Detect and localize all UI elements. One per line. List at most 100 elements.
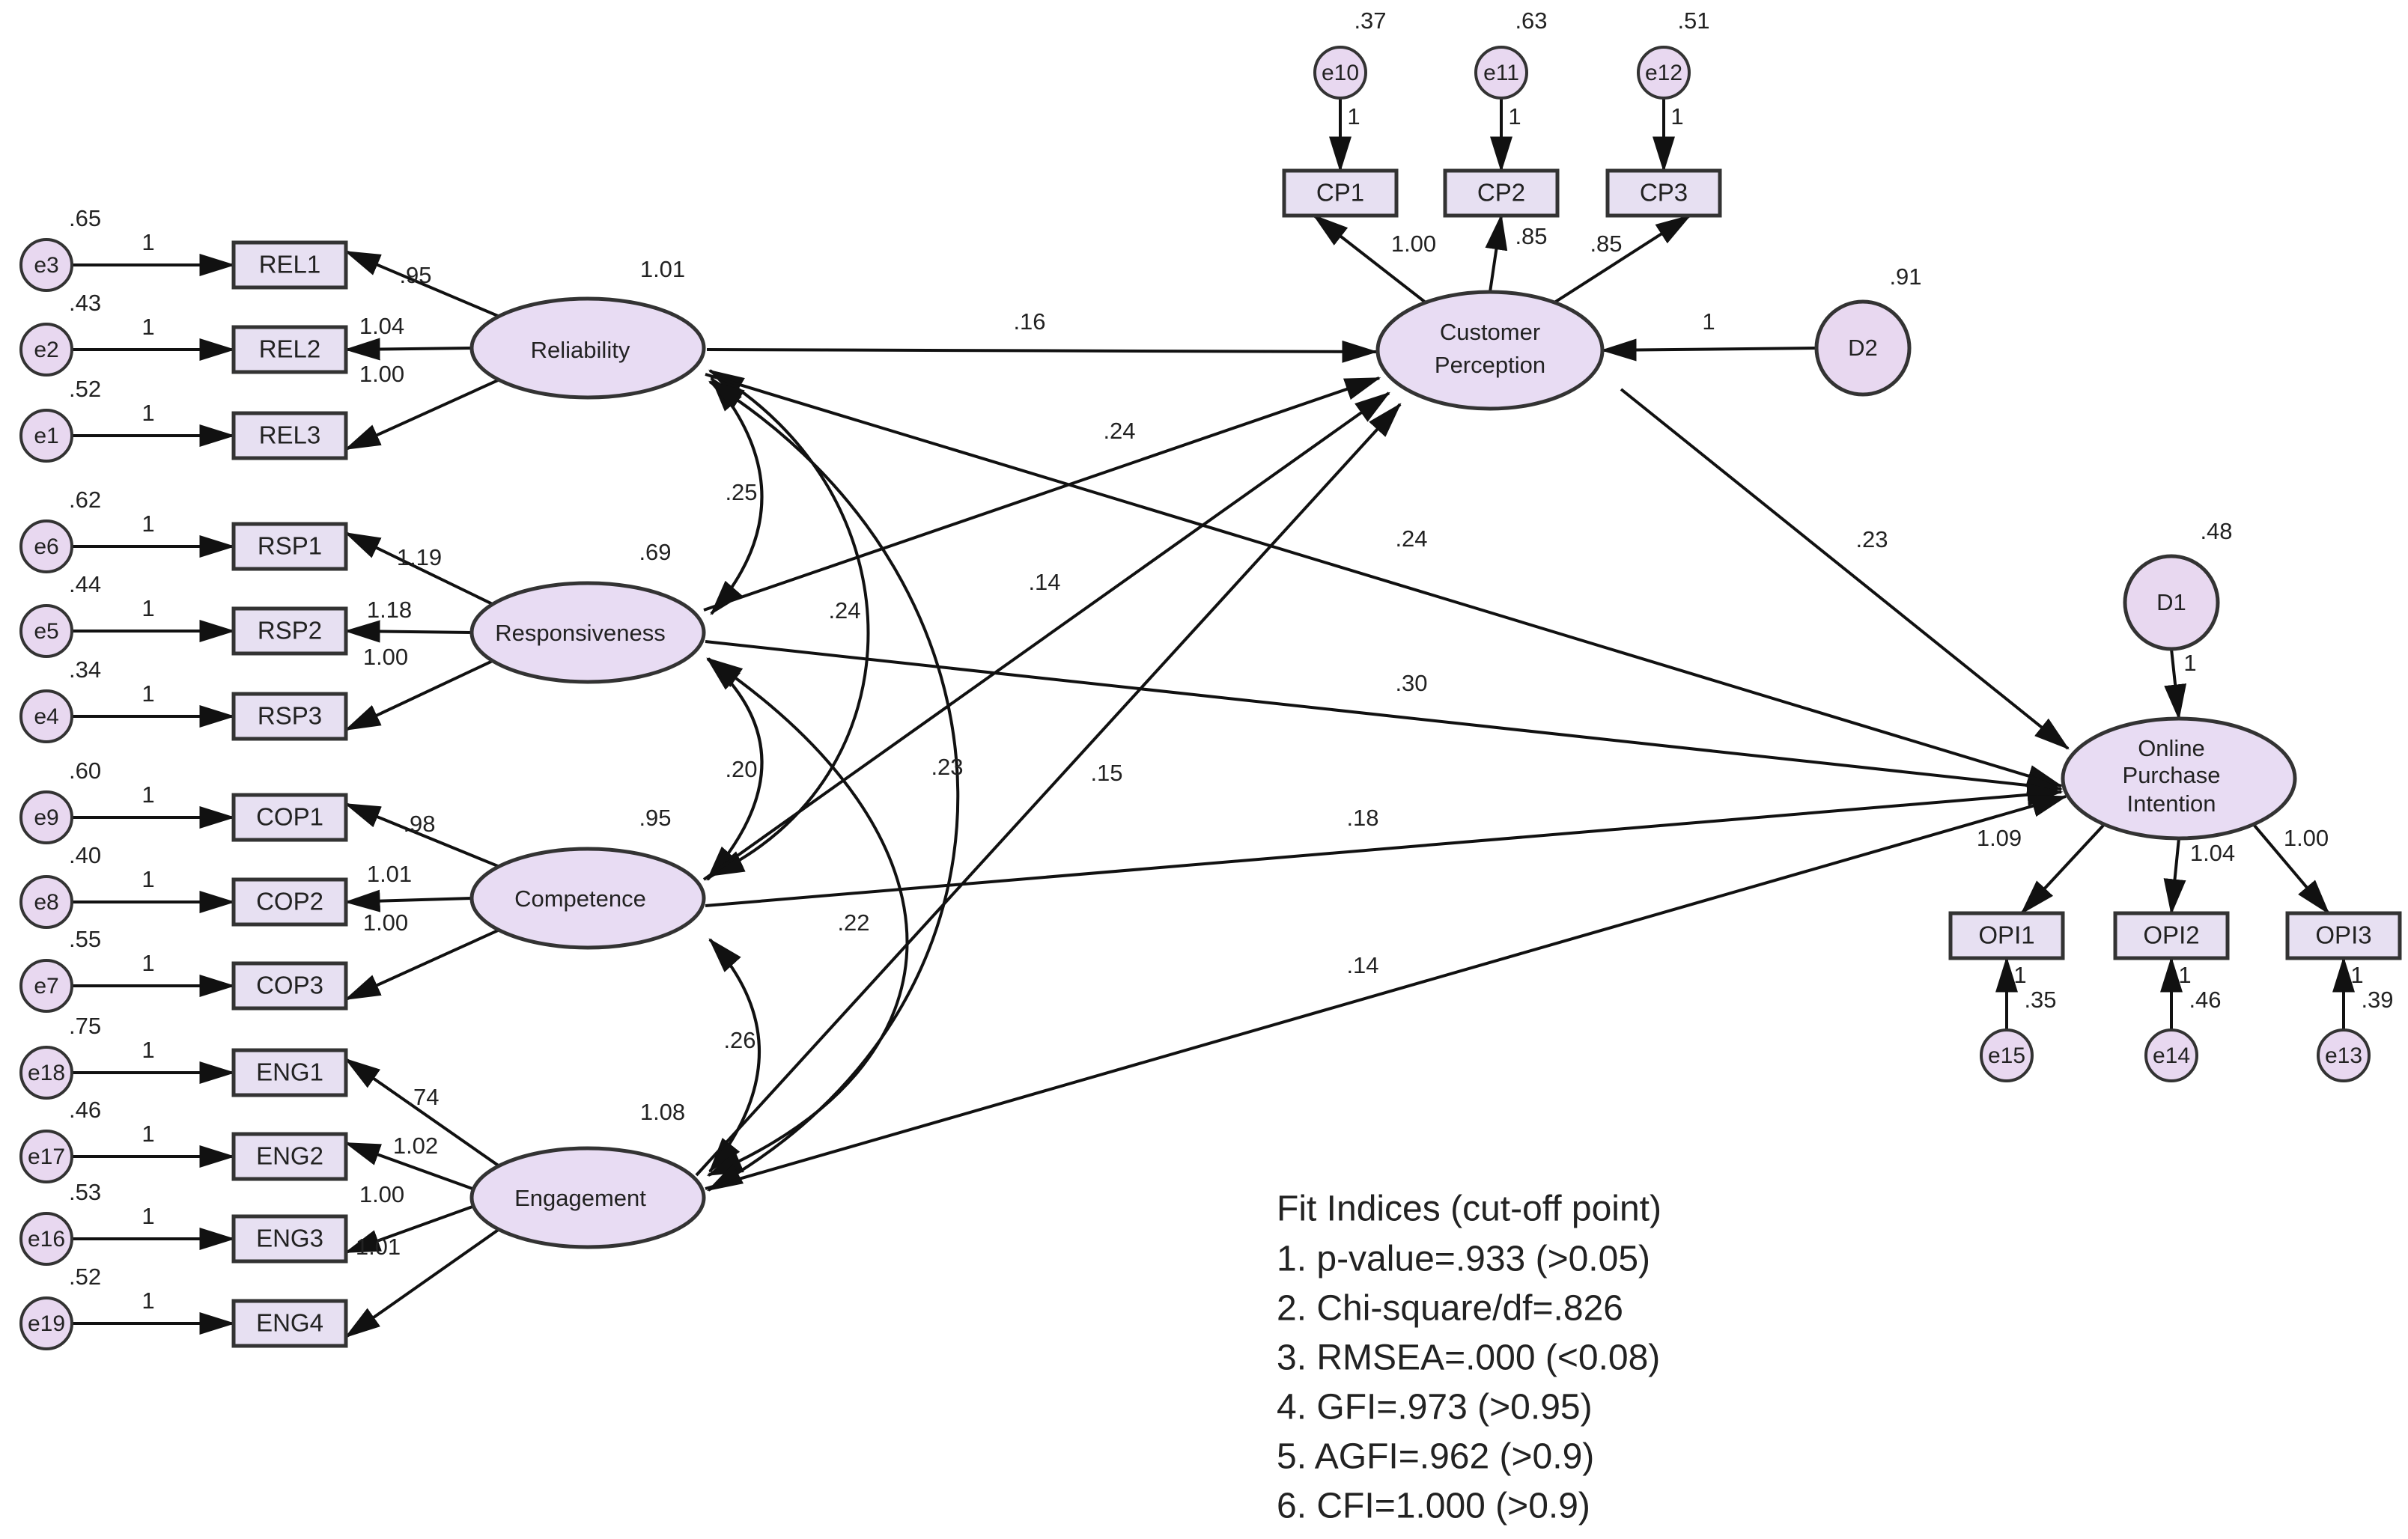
- error-weight-e8: 1: [142, 866, 154, 892]
- cov-rel-eng: [706, 380, 960, 1192]
- indicator-box-rsp3: [231, 692, 348, 741]
- latent-label-competence: Competence: [514, 886, 646, 912]
- loading-opi2: 1.04: [2190, 840, 2235, 866]
- eng1-loading-path: [344, 1058, 500, 1168]
- indicator-label-opi1: OPI1: [1978, 921, 2034, 949]
- error-variance-e11: .63: [1515, 7, 1547, 34]
- indicator-label-opi2: OPI2: [2143, 921, 2199, 949]
- error-circle-e18: [19, 1046, 73, 1100]
- indicator-label-rel2: REL2: [259, 335, 321, 363]
- error-circle-e5: [19, 604, 73, 658]
- indicator-box-cop2: [231, 877, 348, 927]
- error-weight-e7: 1: [142, 950, 154, 976]
- error-variance-e5: .44: [69, 571, 101, 597]
- latent-label-cp-line1: Customer: [1440, 319, 1540, 345]
- cov-rel-cop-label: .24: [828, 597, 860, 624]
- error-variance-e12: .51: [1677, 7, 1709, 34]
- indicator-label-rsp1: RSP1: [258, 532, 322, 560]
- error-label-e11: e11: [1483, 61, 1519, 85]
- indicator-label-cp2: CP2: [1477, 179, 1525, 207]
- path-cop-cp-label: .14: [1028, 569, 1060, 595]
- fit-index-item: 1. p-value=.933 (>0.05): [1277, 1240, 1650, 1279]
- error-label-e6: e6: [34, 534, 58, 559]
- error-weight-e18: 1: [142, 1037, 154, 1063]
- loading-rel3: 1.00: [359, 361, 404, 387]
- error-label-e1: e1: [34, 424, 58, 448]
- latent-label-cp-line2: Perception: [1435, 352, 1545, 378]
- error-circle-e16: [19, 1212, 73, 1266]
- indicator-label-rsp3: RSP3: [258, 702, 322, 730]
- indicator-label-cop2: COP2: [256, 888, 323, 915]
- error-variance-e17: .46: [69, 1097, 101, 1123]
- d1-path-weight: 1: [2183, 650, 2196, 676]
- rel2-loading-path: [344, 338, 472, 361]
- error-weight-e4: 1: [142, 680, 154, 707]
- loading-cp2: .85: [1515, 223, 1547, 249]
- error-label-e14: e14: [2153, 1043, 2190, 1068]
- latent-label-opi-line1: Online: [2138, 735, 2205, 761]
- error-label-e10: e10: [1322, 61, 1359, 85]
- nodes-layer: [19, 46, 2402, 1350]
- loading-cop3: 1.00: [363, 909, 408, 936]
- error-weight-e19: 1: [142, 1287, 154, 1314]
- rsp1-loading-path: [344, 531, 493, 606]
- cov-cop-eng: [708, 938, 761, 1173]
- error-variance-e16: .53: [69, 1179, 101, 1205]
- indicator-box-eng2: [231, 1132, 348, 1181]
- error-label-e7: e7: [34, 974, 58, 999]
- path-cop-opi: [705, 783, 2064, 907]
- indicator-label-eng1: ENG1: [256, 1058, 323, 1086]
- error-circle-e19: [19, 1296, 73, 1350]
- loading-eng1: .74: [407, 1084, 439, 1110]
- loading-opi1: 1.09: [1977, 825, 2022, 851]
- latent-engagement: [469, 1146, 706, 1249]
- cop1-loading-path: [344, 802, 500, 868]
- latent-competence: [469, 847, 706, 950]
- indicator-box-rel1: [231, 240, 348, 290]
- path-cop-opi-label: .18: [1346, 805, 1378, 831]
- error-variance-e6: .62: [69, 487, 101, 513]
- disturbance-label-d1: D1: [2156, 589, 2186, 615]
- error-variance-e4: .34: [69, 656, 101, 683]
- path-eng-opi: [705, 795, 2068, 1190]
- indicator-box-rsp2: [231, 606, 348, 656]
- error-weight-e16: 1: [142, 1203, 154, 1229]
- error-circle-e6: [19, 519, 73, 573]
- path-rsp-opi: [705, 640, 2064, 796]
- indicator-box-cop3: [231, 961, 348, 1011]
- latent-label-reliability: Reliability: [531, 337, 630, 363]
- loading-eng4: 1.01: [356, 1234, 401, 1260]
- loading-rsp1: 1.19: [397, 544, 442, 570]
- error-label-e3: e3: [34, 253, 58, 278]
- error-variance-e1: .52: [69, 376, 101, 402]
- loading-eng3: 1.00: [359, 1181, 404, 1207]
- disturbance-d1: [2123, 554, 2220, 651]
- path-cop-cp: [702, 391, 1390, 881]
- fit-index-item: 5. AGFI=.962 (>0.9): [1277, 1437, 1594, 1477]
- rel3-loading-path: [344, 378, 500, 451]
- path-eng-cp: [695, 403, 1402, 1177]
- error-variance-e10: .37: [1354, 7, 1386, 34]
- error-circle-e3: [19, 238, 73, 292]
- d2-path-weight: 1: [1702, 308, 1715, 335]
- error-label-e12: e12: [1645, 61, 1682, 85]
- error-variance-e19: .52: [69, 1264, 101, 1290]
- path-rsp-opi-label: .30: [1395, 670, 1427, 696]
- error-weight-e11: 1: [1508, 103, 1521, 129]
- loading-eng2: 1.02: [393, 1133, 438, 1159]
- error-variance-e3: .65: [69, 205, 101, 231]
- indicator-label-rsp2: RSP2: [258, 617, 322, 644]
- error-label-e16: e16: [28, 1227, 65, 1252]
- indicator-box-opi1: [1948, 911, 2065, 960]
- cov-rsp-eng: [706, 657, 909, 1177]
- indicator-box-eng3: [231, 1214, 348, 1264]
- error-weight-e2: 1: [142, 314, 154, 340]
- indicator-label-eng3: ENG3: [256, 1225, 323, 1252]
- error-label-e15: e15: [1988, 1043, 2025, 1068]
- indicator-box-eng1: [231, 1048, 348, 1097]
- error-variance-e18: .75: [69, 1013, 101, 1039]
- eng3-loading-path: [344, 1204, 475, 1254]
- variance-competence: .95: [639, 805, 671, 831]
